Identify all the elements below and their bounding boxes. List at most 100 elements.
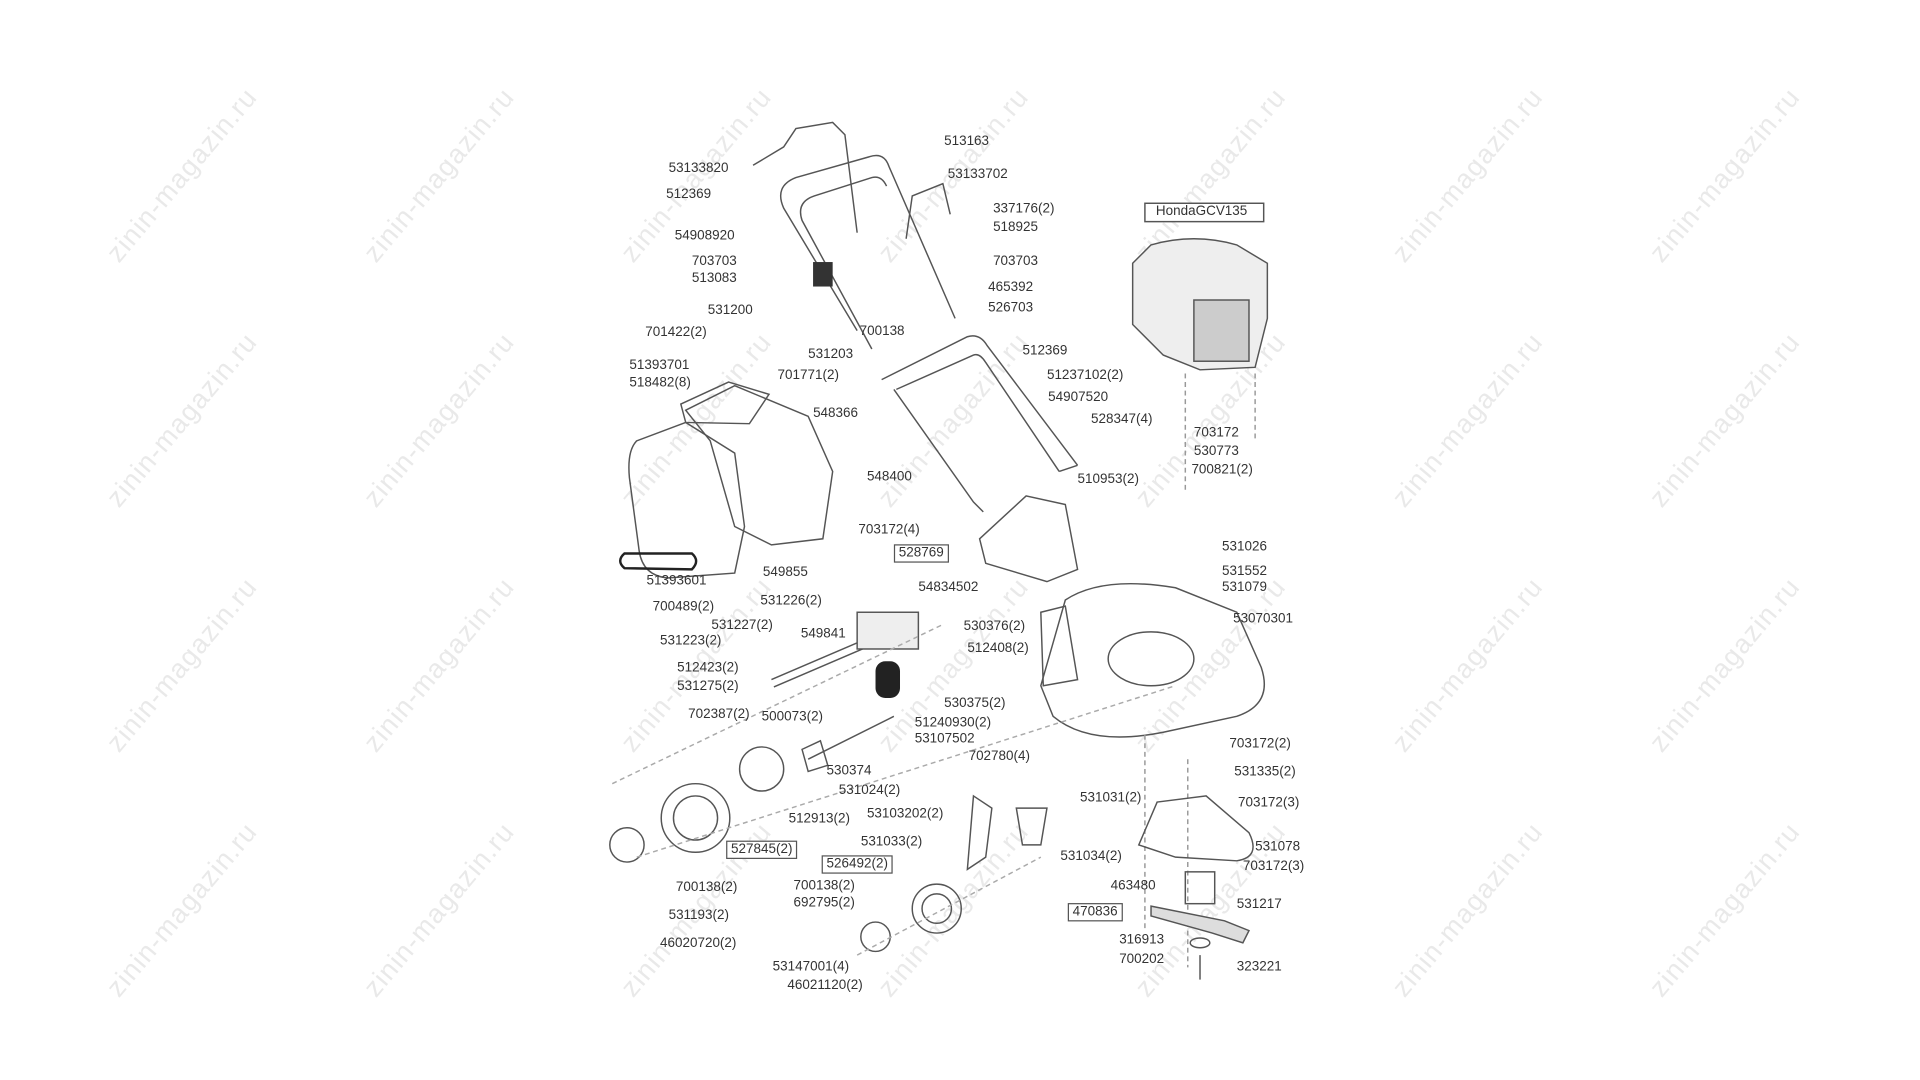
part-number-label: 54834502 [918, 579, 979, 595]
part-number-label: 531193(2) [668, 907, 729, 923]
part-number-label: 54907520 [1048, 390, 1109, 405]
mower-deck [1040, 582, 1265, 738]
part-number-label: 530773 [1193, 443, 1239, 459]
part-number-label: 531227(2) [711, 617, 773, 633]
grass-bag-top [679, 381, 771, 425]
deck-bracket [1040, 605, 1079, 687]
part-number-label: 512369 [666, 186, 712, 202]
part-number-label: 703703 [993, 254, 1039, 269]
part-number-label: 531223(2) [660, 633, 722, 649]
part-number-label: 53103202(2) [866, 806, 944, 822]
deck-center [1107, 631, 1195, 687]
part-number-label: 701771(2) [777, 367, 839, 383]
part-number-label: 703172(2) [1229, 736, 1291, 752]
part-number-label: 527845(2) [726, 840, 798, 859]
blade-washer [1189, 937, 1211, 949]
part-number-label: 463480 [1110, 878, 1156, 894]
part-number-label: 702387(2) [688, 707, 750, 722]
part-number-label: 700138 [859, 323, 905, 339]
drive-pulley [875, 661, 901, 698]
part-number-label: 53147001(4) [772, 959, 850, 975]
part-number-label: 53133702 [947, 167, 1008, 182]
part-number-label: 531335(2) [1234, 764, 1296, 780]
lower-handle [881, 335, 1079, 513]
part-number-label: 702780(4) [968, 748, 1030, 764]
part-number-label: 526703 [988, 300, 1034, 316]
gearbox [856, 611, 920, 650]
gear-disc [738, 746, 785, 792]
part-number-label: 531200 [707, 303, 753, 318]
height-adjuster [966, 794, 1048, 871]
part-number-label: 512913(2) [788, 811, 850, 826]
part-number-label: 531026 [1222, 539, 1268, 555]
part-number-label: 512408(2) [967, 641, 1029, 656]
part-number-label: 518482(8) [629, 375, 691, 391]
part-number-label: 703172(3) [1237, 795, 1300, 811]
part-number-label: 53107502 [914, 731, 975, 747]
part-number-label: 510953(2) [1077, 472, 1139, 487]
part-number-label: 531552 [1222, 563, 1268, 579]
part-number-label: 531217 [1236, 896, 1282, 912]
part-number-label: 549855 [762, 565, 808, 580]
drive-belt [618, 552, 698, 571]
part-number-label: 518925 [993, 219, 1039, 235]
part-number-label: 51393601 [646, 573, 707, 589]
part-number-label: 700138(2) [793, 878, 855, 894]
part-number-label: 692795(2) [793, 895, 855, 911]
part-number-label: 470836 [1067, 903, 1123, 922]
part-number-label: 530376(2) [963, 618, 1026, 634]
part-number-label: 526492(2) [821, 855, 893, 874]
part-number-label: 531079 [1222, 579, 1268, 595]
part-number-label: 700821(2) [1191, 462, 1253, 477]
part-number-label: 530374 [826, 763, 872, 779]
engine-label-box [1144, 202, 1265, 223]
part-number-label: 530375(2) [944, 696, 1006, 711]
part-number-label: 46021120(2) [787, 977, 863, 993]
part-number-label: 531031(2) [1080, 790, 1142, 806]
rear-wheel-cap [609, 827, 645, 863]
part-number-label: 548400 [866, 469, 912, 485]
part-number-label: 316913 [1119, 932, 1165, 948]
part-number-label: 51237102(2) [1046, 367, 1124, 383]
part-number-label: 701422(2) [645, 325, 707, 340]
part-number-label: 703172(4) [858, 522, 920, 537]
front-wheel-cap [860, 921, 891, 953]
grass-bag [628, 421, 746, 579]
part-number-label: 531226(2) [760, 593, 822, 608]
front-wheel [911, 883, 962, 934]
part-number-label: 531033(2) [860, 834, 923, 850]
rear-wheel [660, 782, 731, 853]
part-number-label: 531024(2) [838, 783, 901, 798]
grass-bag-frame [684, 384, 834, 546]
handle-bar-bracket [752, 121, 858, 233]
engine-model-label: HondaGCV135 [1155, 203, 1248, 219]
wheel-dash [611, 623, 1176, 956]
part-number-label: 703703 [691, 254, 737, 269]
cable-clip [813, 262, 833, 287]
blade-holder [1137, 795, 1254, 862]
part-number-label: 46020720(2) [660, 936, 737, 951]
part-number-label: 700489(2) [652, 599, 715, 615]
blade [1150, 905, 1251, 944]
upper-handle [780, 154, 956, 350]
part-number-label: 531275(2) [677, 678, 739, 694]
part-number-label: 53070301 [1233, 611, 1294, 627]
blade-adapter [1184, 871, 1216, 905]
part-number-label: 700202 [1119, 952, 1165, 967]
part-number-label: 323221 [1236, 959, 1282, 975]
part-number-label: 548366 [813, 405, 859, 421]
part-number-label: 528769 [893, 544, 949, 563]
part-number-label: 703172 [1193, 425, 1239, 441]
axle-bar [801, 715, 895, 773]
part-number-label: 703172(3) [1242, 858, 1305, 874]
part-number-label: 54908920 [674, 228, 735, 244]
part-number-label: 531078 [1255, 839, 1301, 855]
part-number-label: 53133820 [668, 161, 729, 176]
part-number-label: 51393701 [629, 358, 690, 373]
part-number-label: 512369 [1022, 343, 1068, 359]
part-number-label: 513163 [944, 134, 990, 149]
part-number-label: 512423(2) [677, 660, 739, 676]
part-number-label: 513083 [691, 271, 737, 286]
